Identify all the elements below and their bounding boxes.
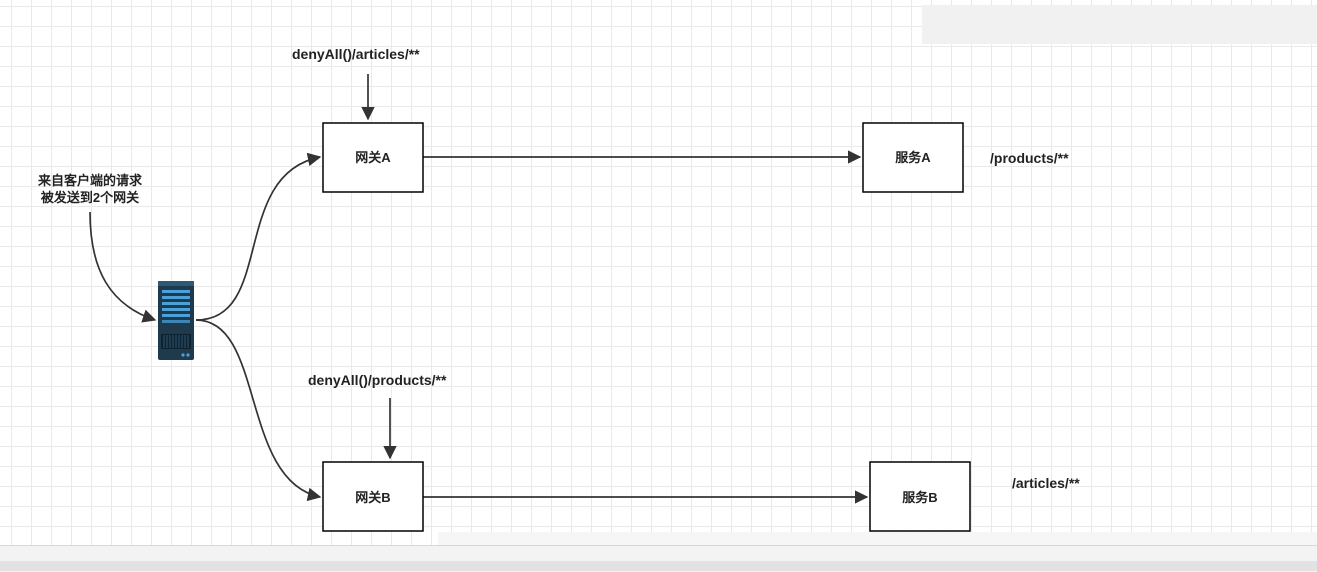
gateway-a-rule-label: denyAll()/articles/**: [292, 46, 420, 62]
toolbar-panel: [922, 5, 1317, 44]
flow-diagram: 网关A 服务A 网关B 服务B denyAll()/articles/** de…: [37, 46, 1080, 532]
horizontal-scrollbar[interactable]: [0, 561, 1317, 571]
edge-note-to-server: [89, 211, 157, 323]
edge-server-to-gateway-b: [195, 319, 322, 502]
client-note-line2: 被发送到2个网关: [40, 190, 139, 205]
gateway-b-label: 网关B: [355, 490, 390, 505]
gateway-b-node[interactable]: 网关B: [322, 461, 424, 532]
gateway-b-rule-label: denyAll()/products/**: [308, 372, 447, 388]
client-note-line1: 来自客户端的请求: [37, 173, 143, 188]
service-a-node[interactable]: 服务A: [862, 122, 964, 193]
gateway-a-label: 网关A: [355, 150, 391, 165]
edge-server-to-gateway-a: [195, 152, 322, 321]
gateway-a-node[interactable]: 网关A: [322, 122, 424, 193]
canvas-bottom-area: [438, 532, 1317, 546]
service-b-node[interactable]: 服务B: [869, 461, 971, 532]
service-a-label: 服务A: [895, 150, 931, 165]
diagram-canvas: [0, 0, 1317, 545]
service-b-label: 服务B: [902, 490, 937, 505]
service-b-path-label: /articles/**: [1012, 475, 1080, 491]
server-icon: [158, 281, 194, 360]
service-a-path-label: /products/**: [990, 150, 1069, 166]
